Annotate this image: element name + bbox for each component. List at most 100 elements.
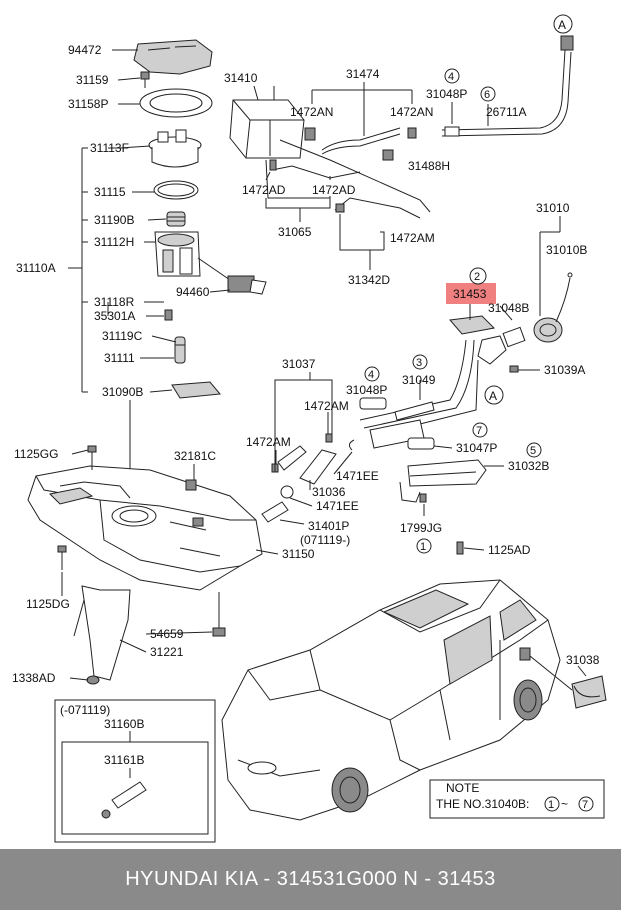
svg-text:6: 6 (484, 89, 490, 101)
note-title: NOTE (446, 781, 479, 795)
note-callout-from: 1 (548, 799, 554, 811)
label-31474: 31474 (346, 67, 380, 81)
hose-31048P (359, 397, 387, 410)
svg-text:2: 2 (474, 271, 480, 283)
fuel-filter (166, 211, 186, 227)
label-31453: 31453 (453, 287, 487, 301)
svg-text:A: A (489, 389, 497, 403)
callout-A-top: A (553, 14, 573, 34)
pump-cover-pad (133, 39, 213, 75)
label-31111: 31111 (104, 351, 135, 365)
label-1471EE-b: 1471EE (316, 499, 359, 513)
canister-31410 (229, 99, 305, 159)
svg-text:3: 3 (416, 357, 422, 369)
label-31190B: 31190B (94, 213, 134, 227)
label-31039A: 31039A (544, 363, 585, 377)
label-31048P-top: 31048P (426, 87, 467, 101)
callout-4-top: 4 (444, 68, 460, 84)
note-dash: ~ (561, 797, 568, 811)
tank-strap-31221 (81, 585, 131, 681)
label-31010B: 31010B (546, 243, 587, 257)
fuel-tank-31150 (27, 465, 263, 591)
label-31118R: 31118R (94, 295, 135, 309)
label-31115: 31115 (94, 185, 126, 199)
label-1472AM-top: 1472AM (390, 231, 435, 245)
label-35301A: 35301A (94, 309, 135, 323)
label-31161B: 31161B (104, 753, 144, 767)
svg-text:5: 5 (530, 445, 536, 457)
label-1125AD: 1125AD (488, 543, 531, 557)
o-ring-35301A (164, 309, 173, 321)
fuel-cap (533, 317, 563, 343)
label-94472: 94472 (68, 43, 102, 57)
hose-31049 (394, 401, 435, 421)
label-31488H: 31488H (408, 159, 450, 173)
label-1338AD: 1338AD (12, 671, 56, 685)
fuel-pump-module-group (133, 39, 267, 399)
vehicle-illustration (221, 579, 607, 821)
label-1125DG: 1125DG (26, 597, 70, 611)
label-1799JG: 1799JG (400, 521, 442, 535)
label-31150: 31150 (282, 547, 315, 561)
bolt-31159 (140, 71, 150, 88)
strainer (171, 381, 221, 399)
label-31048B: 31048B (488, 301, 529, 315)
label-31160B: 31160B (104, 717, 144, 731)
label-31047P: 31047P (456, 441, 497, 455)
label-31036: 31036 (312, 485, 346, 499)
label-31037: 31037 (282, 357, 316, 371)
leader-lines (61, 82, 587, 681)
note-text: THE NO.31040B: (436, 797, 529, 811)
label-32181C: 32181C (174, 449, 216, 463)
callout-4-mid: 4 (364, 366, 380, 382)
bracket-31110A (68, 49, 231, 480)
label-31119C: 31119C (102, 329, 143, 343)
option-box (54, 699, 216, 843)
svg-text:7: 7 (476, 425, 482, 437)
label-31090B: 31090B (102, 385, 143, 399)
label-31010: 31010 (536, 201, 570, 215)
label-31410: 31410 (224, 71, 258, 85)
highlight-31453 (446, 283, 496, 304)
callout-markers: A 4 6 2 A 4 3 7 (364, 14, 573, 554)
label-071119: (071119-) (300, 533, 350, 547)
hose-31036 (299, 449, 337, 485)
label-31032B: 31032B (508, 459, 549, 473)
label-1472AD-a: 1472AD (242, 183, 286, 197)
label-31038: 31038 (566, 653, 600, 667)
label-31221: 31221 (150, 645, 184, 659)
note: NOTE THE NO.31040B: 1 ~ 7 (436, 781, 594, 812)
pump-assembly-body (154, 231, 231, 281)
footer-bar: HYUNDAI KIA - 314531G000 N - 31453 (0, 849, 621, 910)
label-1471EE-a: 1471EE (336, 469, 379, 483)
label-94460: 94460 (176, 285, 210, 299)
canister-group (229, 35, 574, 219)
svg-text:4: 4 (368, 369, 374, 381)
label-26711A: 26711A (486, 105, 526, 119)
footer-part-text: HYUNDAI KIA - 314531G000 N - 31453 (125, 868, 496, 890)
label-1472AM-left: 1472AM (246, 435, 291, 449)
heat-shield (407, 459, 487, 487)
label-31158P: 31158P (68, 97, 108, 111)
label-31342D: 31342D (348, 273, 390, 287)
part-labels: 94472 31159 31158P 31113F 31115 31190B 3… (12, 43, 600, 767)
label-31113F: 31113F (90, 141, 129, 155)
heat-shield-group (399, 459, 487, 555)
middle-hoses-group (261, 379, 435, 523)
label-1125GG: 1125GG (14, 447, 58, 461)
note-box (429, 779, 605, 819)
filler-neck-group (359, 272, 573, 429)
label-31048P-mid: 31048P (346, 383, 387, 397)
label-31049: 31049 (402, 373, 436, 387)
label-54659: 54659 (150, 627, 184, 641)
callout-3: 3 (412, 354, 428, 370)
callout-7: 7 (472, 422, 488, 438)
lock-ring (139, 88, 213, 118)
fuel-tank-group (27, 445, 263, 685)
label-31159: 31159 (76, 73, 109, 87)
label-31110A: 31110A (16, 261, 56, 275)
label-1472AN-a: 1472AN (290, 105, 333, 119)
svg-text:1: 1 (420, 541, 426, 553)
callout-5: 5 (526, 442, 542, 458)
